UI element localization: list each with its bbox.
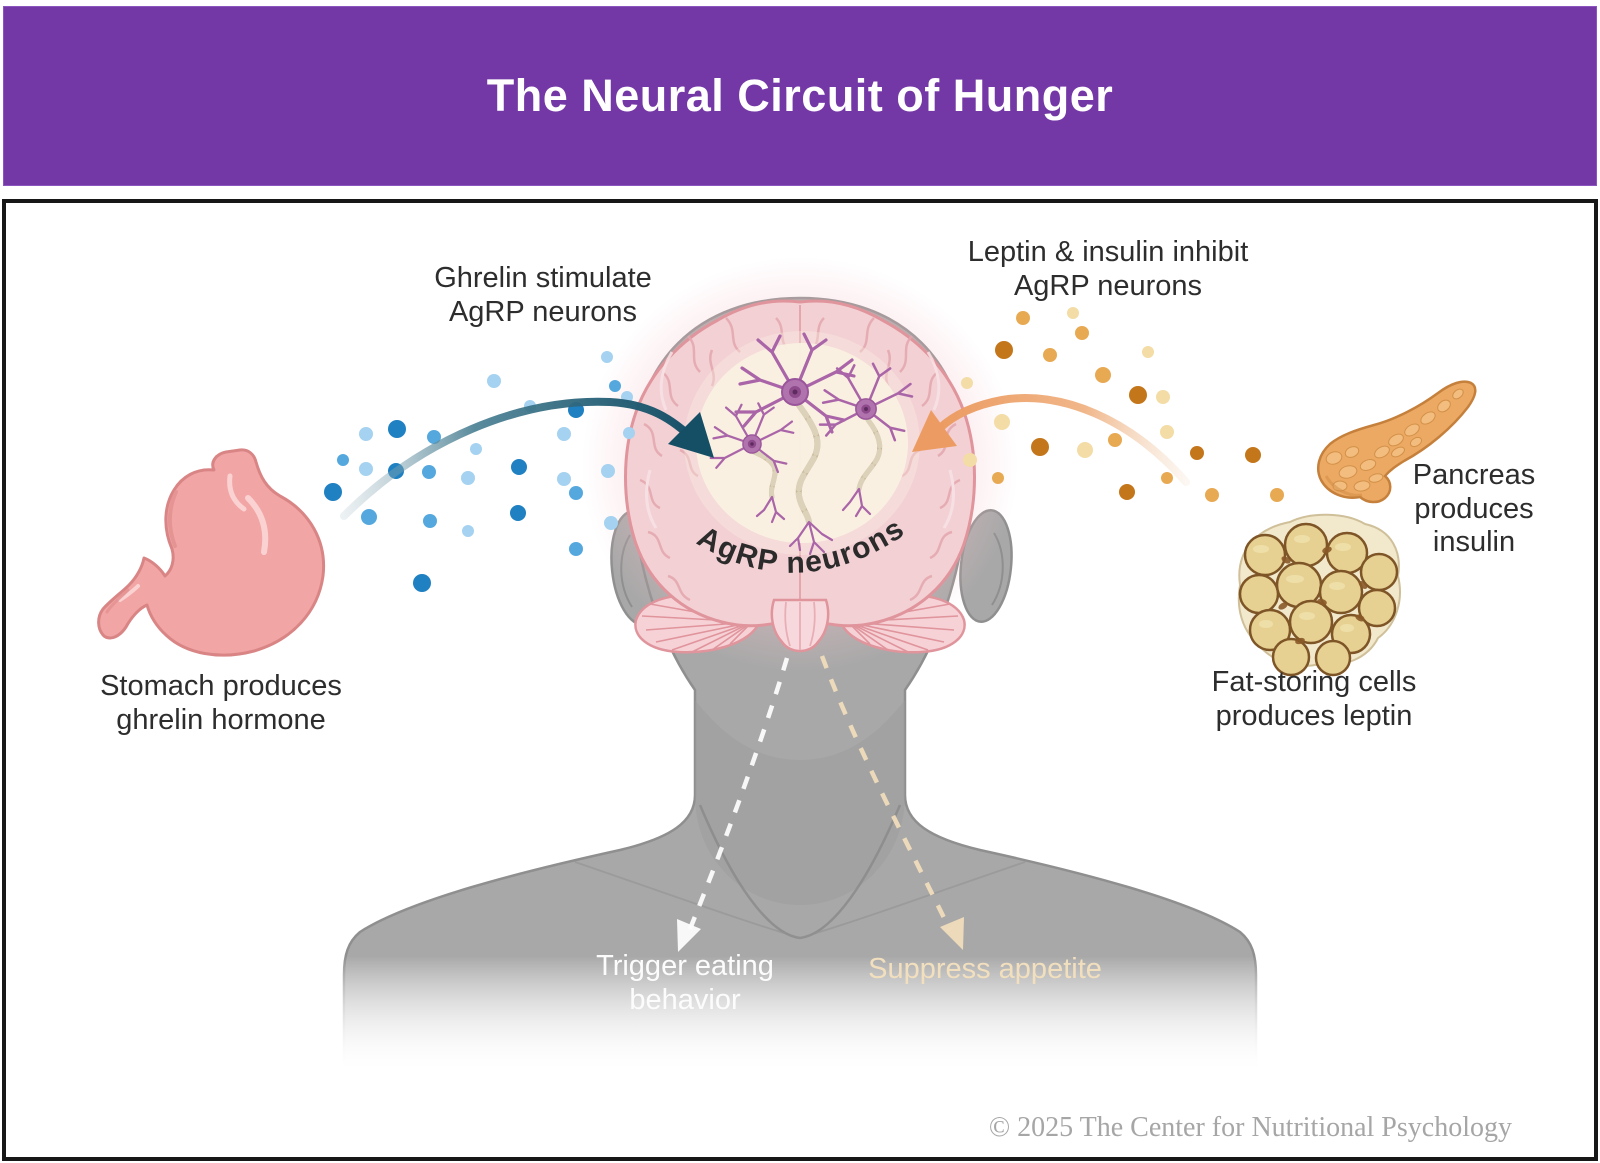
brain-illustration: AgRP neurons [582,257,1018,673]
leptin-label: Leptin & insulin inhibit AgRP neurons [967,236,1249,302]
leptin-insulin-dots [961,307,1284,502]
ghrelin-arrow [340,397,714,520]
suppress-dashed-arrow [819,655,964,950]
stomach-illustration [97,448,326,657]
page-title: The Neural Circuit of Hunger [486,70,1114,121]
header-banner: The Neural Circuit of Hunger [3,6,1597,186]
fat-cells-illustration [1237,513,1401,677]
leptin-insulin-arrow [912,394,1190,486]
copyright-text: © 2025 The Center for Nutritional Psycho… [988,1112,1512,1143]
suppress-label: Suppress appetite [868,953,1102,985]
fat-cells-label: Fat-storing cells produces leptin [1211,666,1417,732]
pancreas-illustration [1317,380,1477,504]
trigger-label: Trigger eating behavior [596,950,774,1016]
trigger-dashed-arrow [677,657,790,952]
agrp-neurons-group [709,332,914,556]
stomach-label: Stomach produces ghrelin hormone [100,670,342,736]
ghrelin-label: Ghrelin stimulate AgRP neurons [434,262,652,328]
pancreas-label: Pancreas produces insulin [1412,459,1536,559]
